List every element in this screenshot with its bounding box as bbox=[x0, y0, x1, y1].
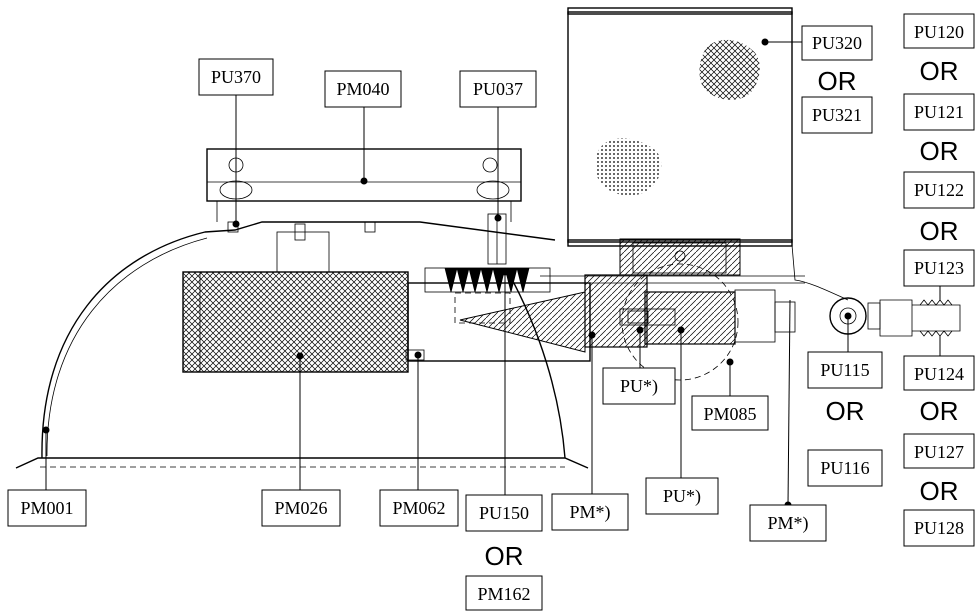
label-pu370: PU370 bbox=[198, 58, 274, 96]
base-flange bbox=[15, 457, 589, 469]
svg-text:PU320: PU320 bbox=[812, 33, 862, 53]
part-labels: PU370 PM040 PU037 PU320 OR PU321 PU120 O… bbox=[7, 13, 975, 611]
svg-text:PU150: PU150 bbox=[479, 503, 529, 523]
svg-text:PU037: PU037 bbox=[473, 79, 523, 99]
svg-text:PU*): PU*) bbox=[663, 486, 701, 507]
tank-patch-top bbox=[699, 39, 760, 100]
label-pu150: PU150 bbox=[465, 494, 543, 532]
svg-text:PM026: PM026 bbox=[274, 498, 327, 518]
or-pu320: OR bbox=[818, 66, 857, 96]
label-pm-star-2: PM*) bbox=[749, 504, 827, 542]
label-pu124: PU124 bbox=[903, 355, 975, 391]
hood-right-side bbox=[507, 271, 566, 459]
svg-text:PU120: PU120 bbox=[914, 22, 964, 42]
svg-text:PM*): PM*) bbox=[569, 502, 610, 523]
svg-text:PU115: PU115 bbox=[820, 360, 869, 380]
label-pu121: PU121 bbox=[903, 93, 975, 131]
svg-text:PU124: PU124 bbox=[914, 364, 964, 384]
tank-patch-bottom bbox=[595, 138, 662, 196]
svg-text:PM085: PM085 bbox=[703, 404, 756, 424]
svg-text:PU121: PU121 bbox=[914, 102, 964, 122]
leader-lines bbox=[42, 38, 941, 509]
bracket-slot-right bbox=[476, 180, 510, 200]
svg-text:PU116: PU116 bbox=[820, 458, 869, 478]
label-pu122: PU122 bbox=[903, 171, 975, 209]
label-pu115: PU115 bbox=[807, 351, 883, 389]
tank-collar bbox=[619, 238, 741, 276]
label-pm-star-1: PM*) bbox=[551, 493, 629, 531]
filter-cylinder bbox=[182, 271, 409, 373]
hood-inner bbox=[46, 237, 208, 457]
label-pm040: PM040 bbox=[324, 70, 402, 108]
hood-outline bbox=[41, 221, 556, 459]
or-pu122: OR bbox=[920, 216, 959, 246]
label-pu120: PU120 bbox=[903, 13, 975, 49]
tank-body bbox=[567, 11, 793, 243]
or-pu120: OR bbox=[920, 56, 959, 86]
label-pm162: PM162 bbox=[465, 575, 543, 611]
label-pu-star-1: PU*) bbox=[602, 367, 676, 405]
label-pm085: PM085 bbox=[691, 395, 769, 431]
or-pu124: OR bbox=[920, 396, 959, 426]
mount-block bbox=[276, 231, 330, 273]
label-pu-star-2: PU*) bbox=[645, 477, 719, 515]
label-pu320: PU320 bbox=[801, 25, 873, 61]
label-pm062: PM062 bbox=[379, 489, 459, 527]
svg-text:PU127: PU127 bbox=[914, 442, 964, 462]
svg-text:PU122: PU122 bbox=[914, 180, 964, 200]
label-pu116: PU116 bbox=[807, 449, 883, 487]
or-pu127: OR bbox=[920, 476, 959, 506]
or-pu115: OR bbox=[826, 396, 865, 426]
hose-line bbox=[791, 244, 849, 301]
svg-text:PU370: PU370 bbox=[211, 67, 261, 87]
label-pu128: PU128 bbox=[903, 509, 975, 547]
svg-text:PU128: PU128 bbox=[914, 518, 964, 538]
label-pm001: PM001 bbox=[7, 489, 87, 527]
svg-text:PM*): PM*) bbox=[767, 513, 808, 534]
svg-text:PM001: PM001 bbox=[20, 498, 73, 518]
label-pu127: PU127 bbox=[903, 433, 975, 469]
svg-text:PU321: PU321 bbox=[812, 105, 862, 125]
label-pu321: PU321 bbox=[801, 96, 873, 134]
hose-nipple bbox=[879, 299, 913, 337]
label-pu037: PU037 bbox=[459, 70, 537, 108]
bracket-hole-right bbox=[482, 157, 498, 173]
svg-text:PU*): PU*) bbox=[620, 376, 658, 397]
svg-text:PM162: PM162 bbox=[477, 584, 530, 604]
or-pu121: OR bbox=[920, 136, 959, 166]
or-pu150: OR bbox=[485, 541, 524, 571]
svg-text:PU123: PU123 bbox=[914, 258, 964, 278]
label-pu123: PU123 bbox=[903, 249, 975, 287]
nozzle-holder bbox=[644, 291, 736, 345]
label-pm026: PM026 bbox=[261, 489, 341, 527]
svg-text:PM062: PM062 bbox=[392, 498, 445, 518]
svg-text:PM040: PM040 bbox=[336, 79, 389, 99]
